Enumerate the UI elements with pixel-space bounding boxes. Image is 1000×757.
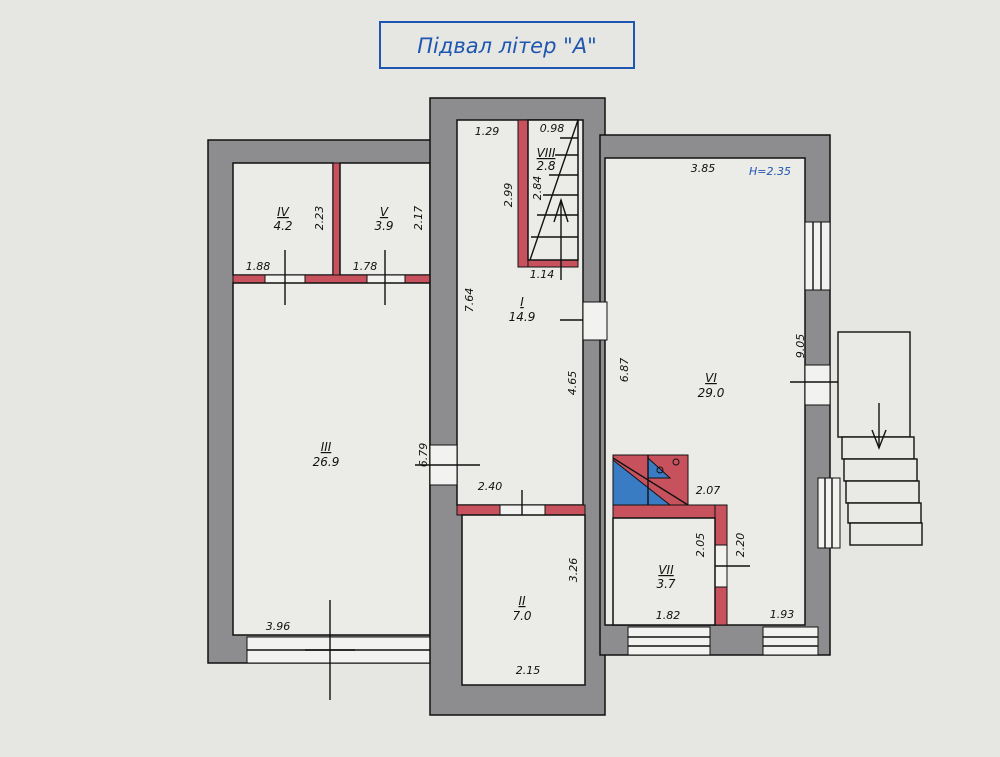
dim-iii-width: 3.96 [266,620,291,633]
dim-i-right: 4.65 [566,371,579,396]
dim-iii-height: 6.79 [417,443,430,468]
stair-steps [529,119,579,280]
room-labels: IV 4.2 V 3.9 III 26.9 I 14.9 VIII 2.8 II… [273,146,791,623]
window [804,221,831,291]
dim-iv-width: 1.88 [246,260,271,273]
dim-iv-height: 2.23 [313,206,326,231]
room-ii-area: 7.0 [512,609,531,623]
room-v-area: 3.9 [374,219,393,233]
room-viii-number: VIII [537,146,556,160]
room-vii-area: 3.7 [656,577,675,591]
dim-vii-width: 1.82 [656,609,681,622]
room-vii-number: VII [658,563,674,577]
room-iii-area: 26.9 [313,455,340,469]
dim-vii-height-outer: 2.20 [734,533,747,558]
dim-vi-right: 9.05 [794,334,807,359]
dim-v-width: 1.78 [353,260,378,273]
dim-viii-bottom: 1.14 [530,268,555,281]
dim-i-top: 1.29 [475,125,500,138]
dim-stove-width: 2.07 [696,484,721,497]
dim-ii-height: 3.26 [567,558,580,583]
window [817,477,841,549]
dim-viii-top: 0.98 [540,122,565,135]
dim-i-side: 2.99 [502,183,515,208]
window [627,626,711,656]
right-block [582,134,860,656]
room-ii [461,514,586,686]
title-box: Підвал літер "А" [379,21,635,69]
room-viii-area: 2.8 [536,159,555,173]
dim-i-height: 7.64 [463,288,476,313]
room-v-number: V [380,205,389,219]
room-vii [612,517,716,626]
dim-vi-top: 3.85 [691,162,716,175]
dimension-labels: 1.88 2.23 1.78 2.17 3.96 6.79 1.29 2.99 … [246,122,807,677]
entrance-door [804,364,831,406]
entrance-stairs [837,331,923,546]
stove [612,454,689,506]
left-block [207,139,441,700]
middle-block [415,97,628,716]
dim-vi-bottom: 1.93 [770,608,795,621]
room-iv-number: IV [277,205,290,219]
dim-vi-left: 6.87 [618,358,631,383]
room-i-number: I [520,295,524,309]
room-vi-number: VI [705,371,717,385]
door [366,274,406,284]
room-i-area: 14.9 [509,310,536,324]
dim-i-bottom: 2.40 [478,480,503,493]
dim-ii-width: 2.15 [516,664,541,677]
room-iv-area: 4.2 [273,219,292,233]
dim-v-height: 2.17 [412,206,425,231]
room-iv [232,162,334,276]
room-ii-number: II [518,594,526,608]
room-iii-number: III [321,440,332,454]
dim-vii-height: 2.05 [694,533,707,558]
dim-viii-height: 2.84 [531,176,544,201]
plan-title: Підвал літер "А" [417,34,597,58]
room-vi-area: 29.0 [698,386,725,400]
door [582,301,608,341]
ceiling-height: H=2.35 [749,165,791,178]
window [762,626,819,656]
